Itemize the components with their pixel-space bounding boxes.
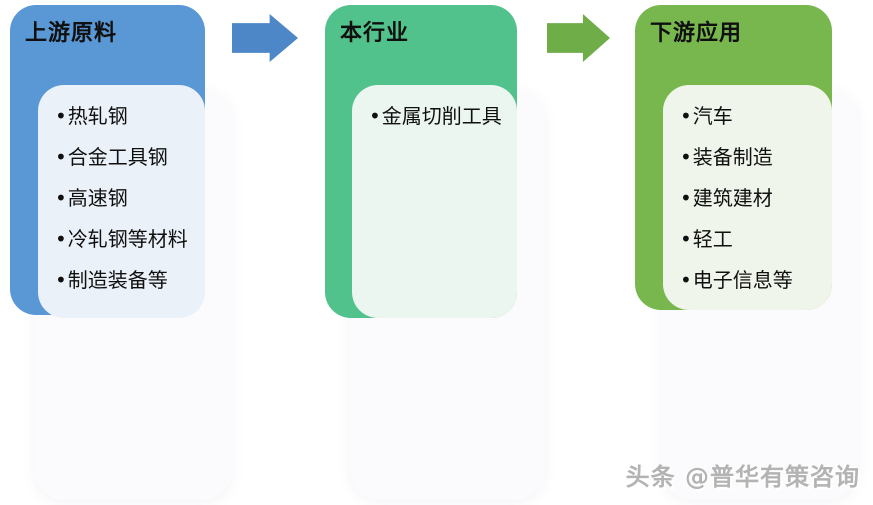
bullet-icon: • <box>55 227 67 251</box>
right-arrow-icon <box>232 14 298 62</box>
list-item-label: 高速钢 <box>67 186 128 210</box>
list-item: •冷轧钢等材料 <box>55 219 199 260</box>
list-item: •轻工 <box>680 219 826 260</box>
list-item-label: 电子信息等 <box>692 268 793 292</box>
industry-title: 本行业 <box>340 21 410 46</box>
bullet-icon: • <box>680 145 692 169</box>
downstream-title: 下游应用 <box>650 21 743 46</box>
industry-list-panel: •金属切削工具 <box>352 85 517 318</box>
downstream-list-panel: •汽车•装备制造•建筑建材•轻工•电子信息等 <box>663 85 832 310</box>
list-item-label: 金属切削工具 <box>381 104 502 128</box>
list-item: •装备制造 <box>680 137 826 178</box>
list-item: •高速钢 <box>55 178 199 219</box>
list-item-label: 合金工具钢 <box>67 145 168 169</box>
list-item-label: 冷轧钢等材料 <box>67 227 188 251</box>
list-item-label: 装备制造 <box>692 145 773 169</box>
list-item-label: 建筑建材 <box>692 186 773 210</box>
bullet-icon: • <box>55 186 67 210</box>
watermark: 头条 @普华有策咨询 <box>625 463 860 491</box>
bullet-icon: • <box>55 268 67 292</box>
bullet-icon: • <box>680 104 692 128</box>
bullet-icon: • <box>680 227 692 251</box>
list-item-label: 汽车 <box>692 104 733 128</box>
list-item-label: 制造装备等 <box>67 268 168 292</box>
upstream-list-panel: •热轧钢•合金工具钢•高速钢•冷轧钢等材料•制造装备等 <box>38 85 205 318</box>
list-item: •合金工具钢 <box>55 137 199 178</box>
list-item: •热轧钢 <box>55 96 199 137</box>
list-item: •建筑建材 <box>680 178 826 219</box>
list-item: •金属切削工具 <box>369 96 511 137</box>
list-item: •制造装备等 <box>55 260 199 301</box>
bullet-icon: • <box>369 104 381 128</box>
list-item-label: 热轧钢 <box>67 104 128 128</box>
list-item: •汽车 <box>680 96 826 137</box>
bullet-icon: • <box>55 145 67 169</box>
right-arrow-icon <box>547 14 610 62</box>
bullet-icon: • <box>680 186 692 210</box>
bullet-icon: • <box>55 104 67 128</box>
bullet-icon: • <box>680 268 692 292</box>
upstream-title: 上游原料 <box>25 21 118 46</box>
list-item-label: 轻工 <box>692 227 733 251</box>
list-item: •电子信息等 <box>680 260 826 301</box>
